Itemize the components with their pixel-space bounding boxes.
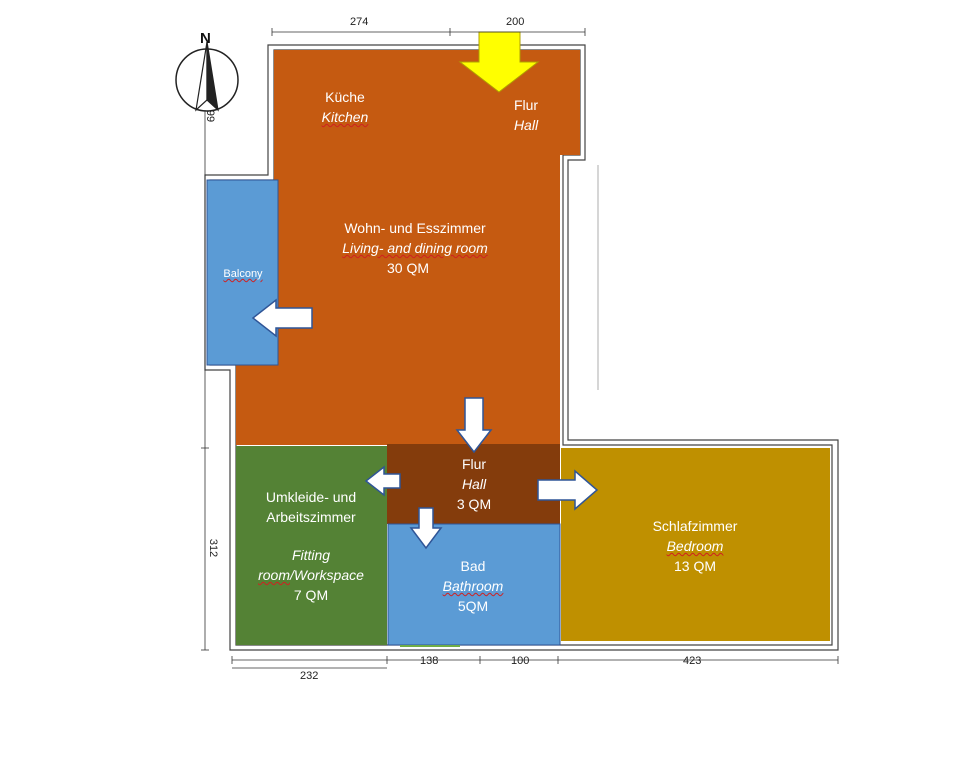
bedroom-area-text: 13 QM: [673, 558, 716, 574]
bedroom-de: Schlafzimmer: [652, 518, 738, 534]
dim-bottom-2: 138: [420, 655, 439, 667]
bathroom-en: Bathroom: [442, 578, 504, 594]
hall-mid-label: Flur Hall 3 QM: [448, 454, 500, 514]
fitting-de-1: Umkleide- und: [265, 489, 357, 505]
dim-top-left: 274: [350, 16, 369, 28]
kitchen-label: Küche Kitchen: [310, 87, 380, 127]
arrow-to-balcony: [251, 298, 313, 338]
bedroom-label: Schlafzimmer Bedroom 13 QM: [640, 516, 750, 576]
arrow-to-bathroom: [409, 507, 443, 550]
dim-left-lower: 312: [207, 538, 220, 558]
fitting-room-label: Umkleide- und Arbeitszimmer Fitting room…: [250, 487, 372, 605]
fitting-en-2a: room: [258, 567, 290, 583]
fitting-room-area: [236, 446, 387, 645]
dim-bottom-4: 423: [683, 655, 702, 667]
hall-area: [387, 444, 560, 524]
hall-mid-de: Flur: [461, 456, 487, 472]
living-de: Wohn- und Esszimmer: [344, 220, 486, 236]
dimension-lines: [201, 28, 839, 669]
dim-bottom-3: 100: [511, 655, 530, 667]
balcony-label: Balcony: [223, 268, 263, 280]
hall-top-label: Flur Hall: [500, 95, 552, 135]
arrow-to-fitting-room: [364, 465, 401, 497]
bathroom-label: Bad Bathroom 5QM: [428, 556, 518, 616]
compass-icon: [175, 41, 239, 112]
living-room-label: Wohn- und Esszimmer Living- and dining r…: [320, 218, 510, 278]
entry-arrow: [458, 31, 540, 93]
fitting-en-1: Fitting: [291, 547, 331, 563]
living-en: Living- and dining room: [342, 240, 488, 256]
bedroom-en: Bedroom: [666, 538, 724, 554]
bathroom-area: [387, 523, 561, 646]
arrow-to-bedroom: [537, 469, 599, 511]
fitting-de-2: Arbeitszimmer: [266, 509, 356, 525]
hall-top-de: Flur: [513, 97, 539, 113]
living-room-area: [236, 50, 580, 445]
dim-bottom-1: 232: [300, 670, 319, 682]
dim-top-right: 200: [506, 16, 525, 28]
fitting-area: 7 QM: [293, 587, 329, 603]
bedroom-area: [561, 448, 830, 641]
hall-mid-area: 3 QM: [456, 496, 492, 512]
compass-north-label: N: [200, 30, 211, 47]
hall-mid-en: Hall: [461, 476, 487, 492]
living-area: 30 QM: [386, 260, 429, 276]
fitting-en-2b: /Workspace: [289, 567, 364, 583]
dim-left-upper: 99: [204, 109, 217, 123]
hall-top-en: Hall: [513, 117, 539, 133]
kitchen-en: Kitchen: [321, 109, 369, 125]
bathroom-de: Bad: [460, 558, 486, 574]
arrow-to-hall: [455, 397, 493, 454]
kitchen-de: Küche: [325, 89, 365, 105]
bathroom-area-text: 5QM: [457, 598, 489, 614]
balcony-area: [206, 179, 279, 366]
